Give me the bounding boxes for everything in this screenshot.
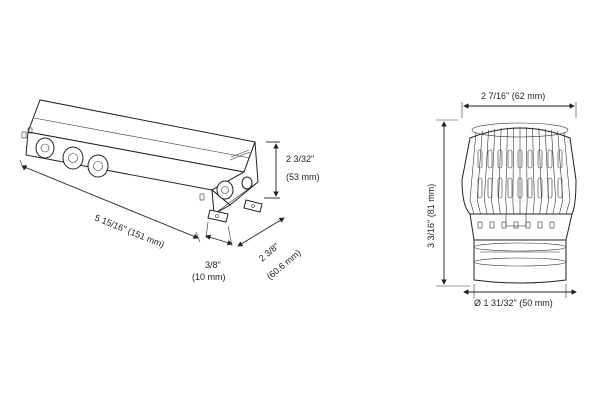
vent xyxy=(489,221,495,229)
fin-line xyxy=(538,128,542,215)
fin-line xyxy=(544,128,549,215)
length-label: 5 15/16" (151 mm) xyxy=(93,213,166,250)
vent xyxy=(477,221,483,229)
tab-dimension: 3/8" (10 mm) xyxy=(192,221,233,282)
height-label: 2 3/32" xyxy=(286,154,314,164)
slot xyxy=(477,177,483,199)
fin-line xyxy=(498,128,502,215)
fin-line xyxy=(551,129,557,215)
width-label: 2 3/8" xyxy=(257,241,281,264)
width-dimension: 2 3/8" (60.6 mm) xyxy=(237,217,303,282)
fixture-fins xyxy=(469,127,571,215)
slot xyxy=(547,149,553,169)
fin-line xyxy=(491,128,496,215)
fixture-width-label: 2 7/16" (62 mm) xyxy=(481,91,545,101)
fixture-height-dimension: 3 3/16" (81 mm) xyxy=(426,119,470,287)
fin-line xyxy=(563,131,571,215)
slot xyxy=(507,149,513,169)
slot xyxy=(557,177,563,199)
slot xyxy=(487,149,493,169)
fin-line xyxy=(557,130,564,215)
vent xyxy=(549,221,555,229)
height-dimension: 2 3/32" (53 mm) xyxy=(264,141,320,199)
fin-line xyxy=(525,127,528,215)
fixture-drawing xyxy=(461,122,577,284)
height-metric: (53 mm) xyxy=(286,172,320,182)
slot xyxy=(557,149,563,169)
fin-line xyxy=(505,127,508,215)
vent xyxy=(537,221,543,229)
fin-line xyxy=(532,127,535,215)
slot xyxy=(497,149,503,169)
fin-line xyxy=(469,131,477,215)
knockout-1 xyxy=(35,137,55,159)
slot xyxy=(477,149,483,169)
slot xyxy=(517,149,523,169)
slot xyxy=(497,177,503,199)
slot xyxy=(537,149,543,169)
fixture-width-dimension: 2 7/16" (62 mm) xyxy=(461,91,577,118)
slot xyxy=(507,177,513,199)
fin-line xyxy=(476,130,483,215)
fixture-base-dimension: Ø 1 31/32" (50 mm) xyxy=(463,284,577,308)
slot xyxy=(537,177,543,199)
vent xyxy=(513,221,519,229)
slot xyxy=(527,149,533,169)
slot xyxy=(527,177,533,199)
driver-box-drawing xyxy=(21,99,263,223)
tab-metric: (10 mm) xyxy=(192,272,226,282)
fixture-base-label: Ø 1 31/32" (50 mm) xyxy=(474,298,553,308)
slot xyxy=(517,177,523,199)
fin-line xyxy=(512,127,515,215)
knockout-2 xyxy=(62,146,84,170)
slot xyxy=(547,177,553,199)
fixture-height-label: 3 3/16" (81 mm) xyxy=(426,184,436,248)
tab-label: 3/8" xyxy=(205,260,221,270)
vent xyxy=(525,221,531,229)
knockout-3 xyxy=(87,154,109,178)
fixture-slots xyxy=(477,149,563,229)
vent xyxy=(501,221,507,229)
fin-line xyxy=(483,129,489,215)
slot xyxy=(487,177,493,199)
knockout-end xyxy=(216,176,253,200)
